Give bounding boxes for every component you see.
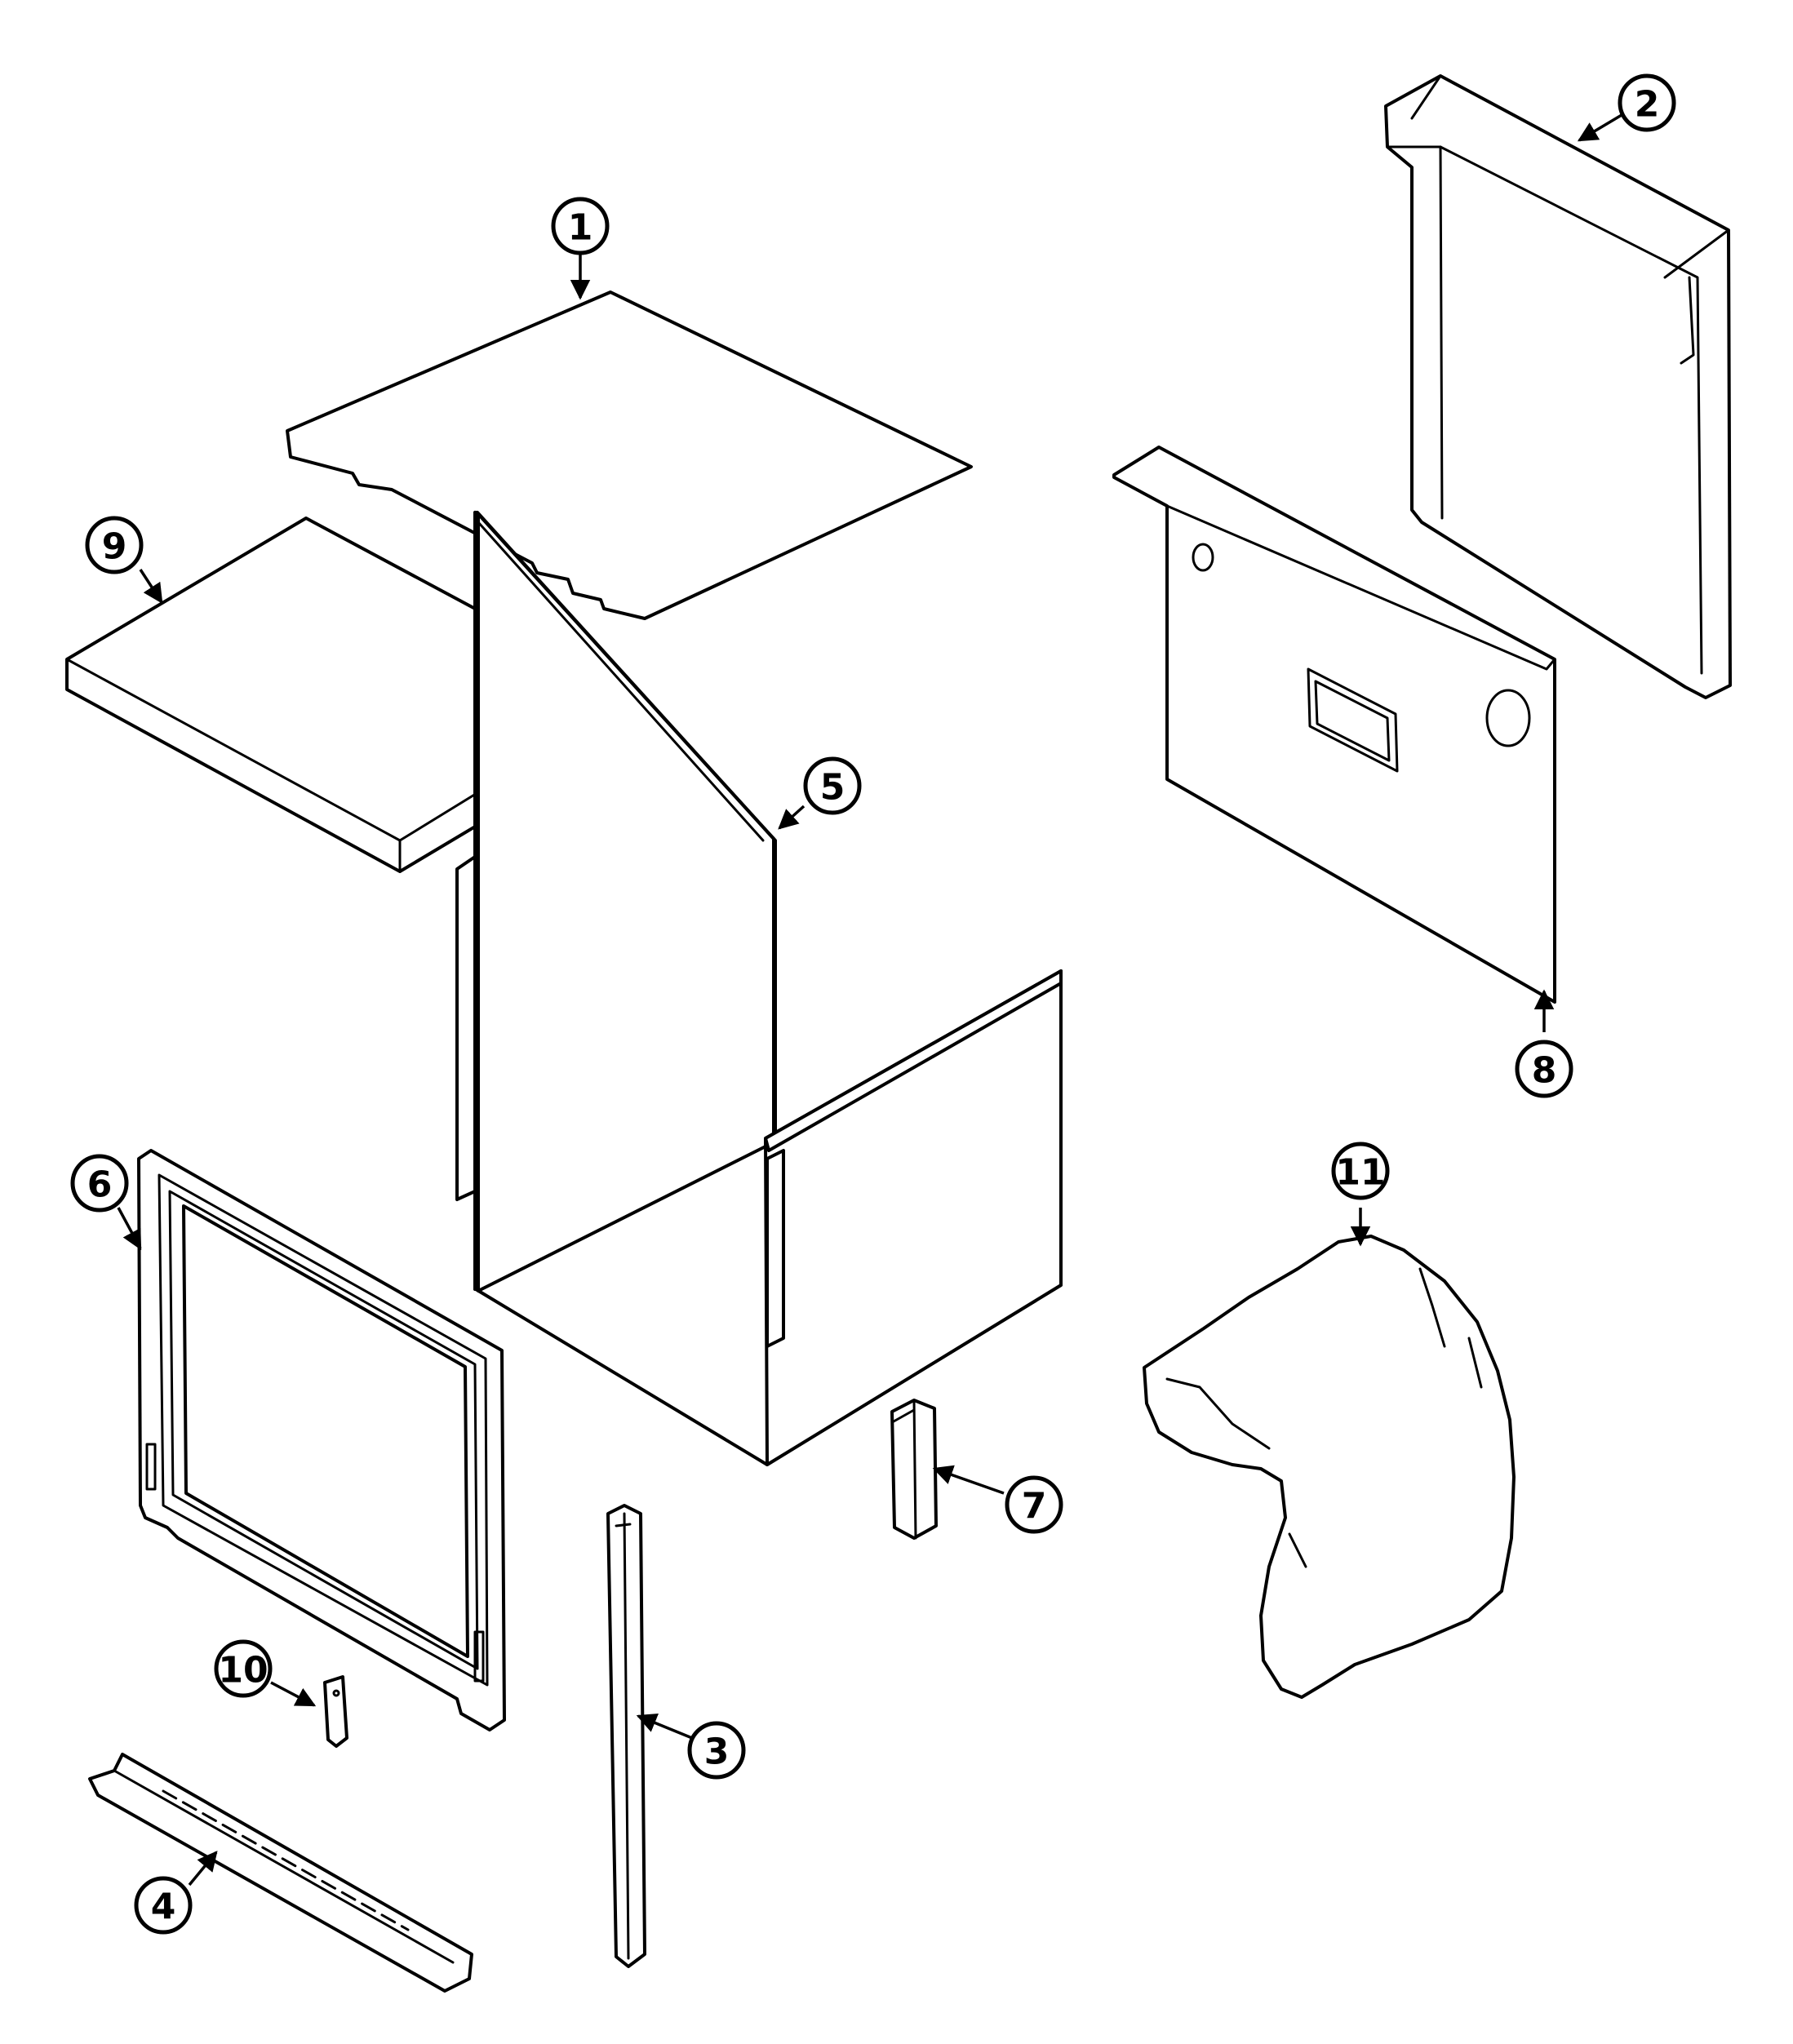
callout-label: 9 — [102, 526, 127, 568]
callout-label: 1 — [568, 207, 593, 249]
part-7-bracket — [890, 1399, 938, 1540]
callout-label: 5 — [820, 767, 845, 809]
leader-7 — [932, 1465, 1005, 1495]
callout-11: 11 — [1331, 1142, 1390, 1200]
part-4-bottom-rail — [88, 1753, 473, 1993]
callout-label: 11 — [1335, 1152, 1385, 1194]
callout-label: 8 — [1532, 1050, 1557, 1092]
part-6-front-frame — [137, 1149, 506, 1731]
part-1-top-panel — [286, 290, 973, 620]
callout-7: 7 — [1005, 1475, 1063, 1534]
part-10-clip — [323, 1675, 348, 1748]
callout-3: 3 — [687, 1721, 746, 1780]
leader-10 — [270, 1681, 317, 1707]
callout-1: 1 — [551, 197, 610, 255]
leader-lines — [117, 111, 1627, 1887]
callout-4: 4 — [134, 1876, 193, 1935]
leader-5 — [778, 805, 806, 830]
callout-label: 10 — [218, 1650, 268, 1692]
callout-5: 5 — [803, 756, 862, 815]
leader-9 — [139, 569, 163, 605]
callout-10: 10 — [214, 1639, 273, 1698]
part-2-rear-frame — [1384, 74, 1732, 699]
callout-9: 9 — [85, 516, 144, 574]
part-5-side-panels — [455, 511, 1063, 1466]
callout-label: 3 — [704, 1731, 730, 1773]
callout-label: 4 — [151, 1887, 176, 1928]
part-11-insulation-blanket — [1143, 1235, 1516, 1699]
leader-2 — [1577, 111, 1627, 142]
part-8-rear-panel — [1112, 446, 1556, 1004]
callout-label: 6 — [87, 1164, 113, 1206]
part-3-vertical-channel — [606, 1504, 646, 1968]
callout-label: 7 — [1022, 1486, 1047, 1527]
callout-2: 2 — [1618, 73, 1676, 132]
callout-8: 8 — [1515, 1040, 1573, 1098]
leader-3 — [636, 1714, 693, 1740]
callout-6: 6 — [70, 1154, 129, 1213]
leader-6 — [117, 1207, 142, 1251]
callout-label: 2 — [1635, 84, 1660, 126]
leader-4 — [188, 1851, 218, 1887]
